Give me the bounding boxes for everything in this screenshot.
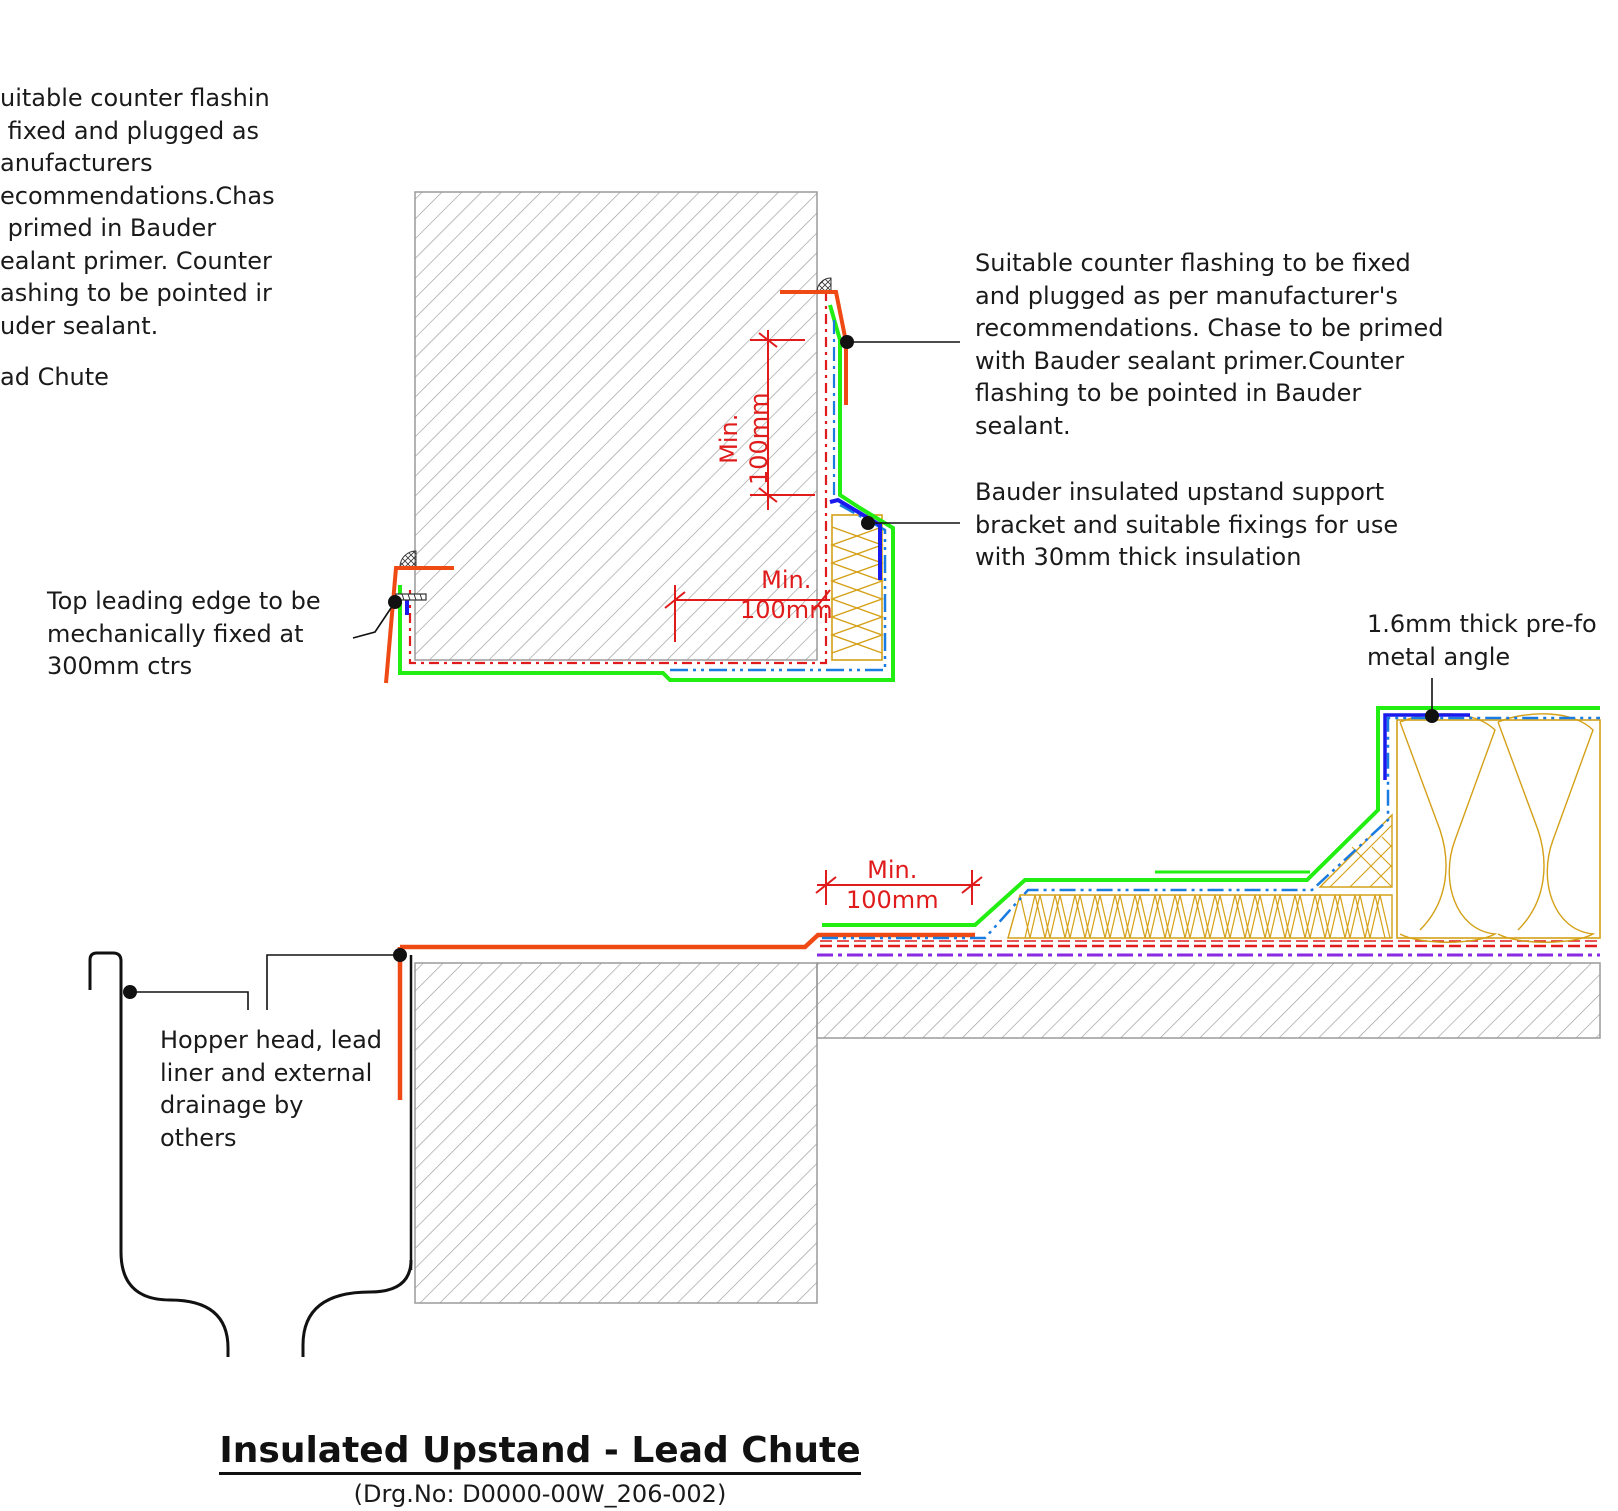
sealant-bead-upper — [816, 277, 832, 293]
dim-horizontal-upper-label: Min. 100mm — [740, 566, 833, 624]
dim-vertical-label: Min. 100mm — [715, 392, 773, 485]
top-edge-label: Top leading edge to be mechanically fixe… — [47, 587, 321, 680]
roof-deck — [816, 962, 1601, 1039]
left-note-heading: ad Chute — [0, 363, 109, 391]
lead-flashing-upper-left — [384, 566, 454, 684]
counter-flashing-label: Suitable counter flashing to be fixed an… — [975, 249, 1444, 440]
bracket-label: Bauder insulated upstand support bracket… — [975, 478, 1399, 571]
roof-blue-membrane — [1383, 713, 1470, 780]
dim-horizontal-lower — [815, 870, 983, 905]
roof-green-membrane — [822, 706, 1600, 927]
metal-angle-label: 1.6mm thick pre-fo metal angle — [1367, 610, 1597, 671]
roof-insulation-thick — [1396, 713, 1601, 943]
upper-blue-dashline — [670, 503, 887, 672]
drawing-title: Insulated Upstand - Lead Chute — [190, 1430, 890, 1475]
roof-blue-dash — [822, 716, 1600, 940]
upper-wall-block — [414, 191, 818, 661]
dim-horizontal-lower-label: Min. 100mm — [846, 856, 939, 914]
dim-horizontal-upper — [664, 585, 831, 642]
lower-wall-block — [414, 962, 818, 1304]
lead-chute-line — [400, 932, 975, 950]
drawing-number: (Drg.No: D0000-00W_206-002) — [353, 1480, 727, 1508]
hopper-head-outline-right — [301, 1259, 413, 1357]
leader-dots — [123, 335, 1439, 999]
hopper-head-outline — [88, 951, 230, 1357]
upper-green-membrane — [398, 304, 895, 682]
upstand-insulation — [829, 514, 885, 661]
sealant-bead-lower — [399, 550, 417, 568]
drawing-title-text: Insulated Upstand - Lead Chute — [219, 1430, 861, 1475]
upper-blue-bracket — [829, 497, 882, 580]
dim-vertical — [750, 330, 815, 510]
left-note-text: uitable counter flashin fixed and plugge… — [0, 84, 275, 340]
roof-insulation-thin — [1007, 894, 1393, 939]
hopper-label: Hopper head, lead liner and external dra… — [160, 1026, 383, 1152]
upper-red-dashline — [408, 290, 828, 665]
counter-flashing-upper — [780, 290, 848, 405]
